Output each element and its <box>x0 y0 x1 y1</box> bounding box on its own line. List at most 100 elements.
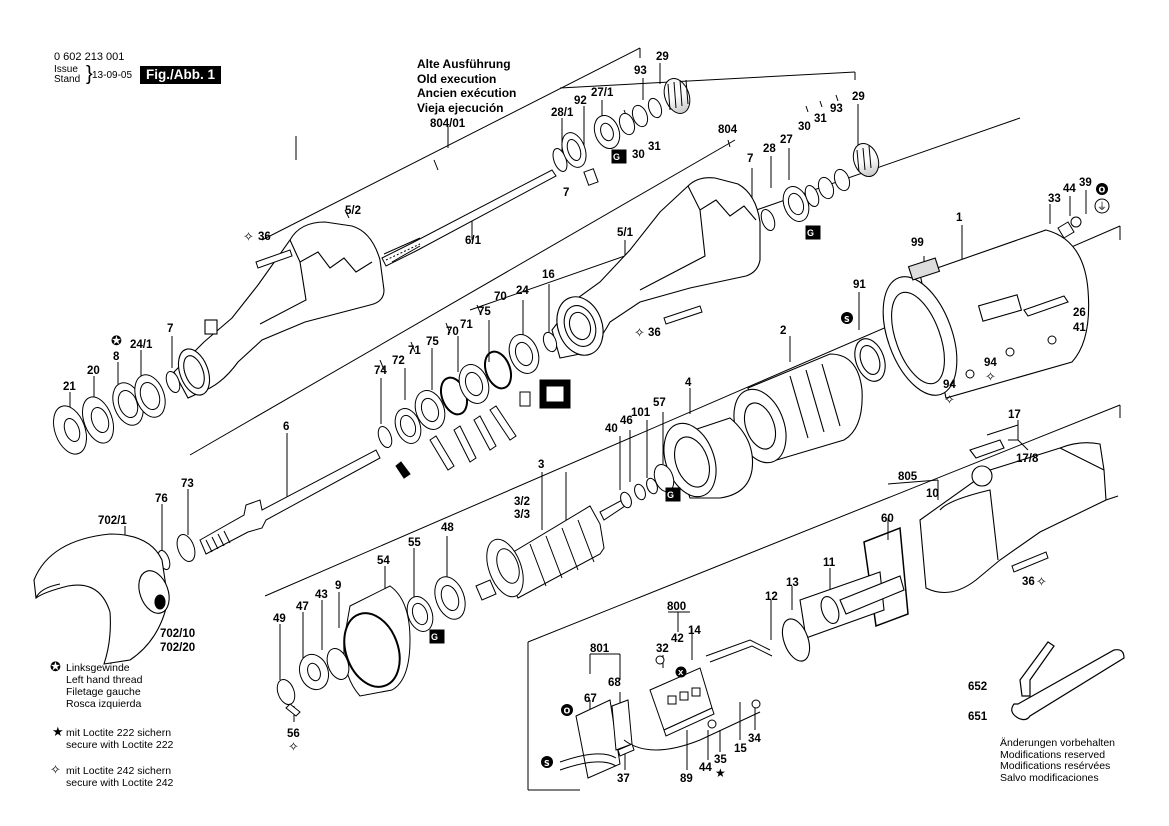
label-94a: 94 <box>984 357 997 369</box>
label-30b: 30 <box>798 121 811 133</box>
label-27-1: 27/1 <box>591 87 614 99</box>
modifications-line: Salvo modificaciones <box>1000 771 1099 784</box>
legend-line: Filetage gauche <box>66 686 141 698</box>
label-16: 16 <box>542 269 555 281</box>
part-gear-housing-old <box>173 221 385 399</box>
label-60: 60 <box>881 513 894 525</box>
part-spanner-651 <box>1011 649 1125 721</box>
open-star-icon: ✧ <box>1036 575 1047 590</box>
open-star-icon: ✧ <box>288 740 299 755</box>
label-39: 39 <box>1079 177 1092 189</box>
figure-tag: Fig./Abb. 1 <box>140 66 221 84</box>
label-44b: 44 <box>699 762 712 774</box>
label-4: 4 <box>685 377 692 389</box>
oil-symbol-icon <box>561 704 573 716</box>
label-3-3: 3/3 <box>514 509 530 521</box>
label-49: 49 <box>273 613 286 625</box>
label-31a: 31 <box>648 141 661 153</box>
part-rear-housing-805 <box>781 439 1119 662</box>
modifications-line: Änderungen vorbehalten <box>1000 737 1116 749</box>
svg-text:G: G <box>431 632 438 642</box>
label-89: 89 <box>680 773 693 785</box>
part-shaft-6-1 <box>381 169 557 267</box>
open-star-icon: ✧ <box>634 326 645 341</box>
part-bearing-804: G <box>760 143 880 240</box>
label-43: 43 <box>315 589 328 601</box>
label-702-10: 702/10 <box>160 628 195 640</box>
label-68: 68 <box>608 677 621 689</box>
label-28-1: 28/1 <box>551 107 574 119</box>
label-7b: 7 <box>747 153 753 165</box>
label-28b: 28 <box>763 143 776 155</box>
label-8: 8 <box>113 351 120 363</box>
label-6: 6 <box>283 421 289 433</box>
oil-symbol-icon <box>1096 183 1108 195</box>
label-11: 11 <box>823 557 836 569</box>
label-76: 76 <box>155 493 168 505</box>
label-54: 54 <box>377 555 390 567</box>
label-13: 13 <box>786 577 799 589</box>
legend-line: Rosca izquierda <box>66 698 142 710</box>
old-execution-fr: Ancien exécution <box>417 86 517 100</box>
legend-line: secure with Loctite 222 <box>66 739 174 751</box>
part-motor-housing-1 <box>882 229 1090 399</box>
old-execution-en: Old execution <box>417 71 497 86</box>
label-35: 35 <box>714 754 727 766</box>
part-armature-3: G <box>475 463 681 601</box>
label-24-1: 24/1 <box>130 339 153 351</box>
label-70b: 70 <box>446 326 459 338</box>
part-bearing-old: G <box>552 78 691 186</box>
symbols: ✧ ✧ ✧ ✧ ✧ ✧ ★ ✪ S S O O X ⏚ <box>111 183 1110 780</box>
label-7a: 7 <box>563 187 569 199</box>
label-3-2: 3/2 <box>514 496 530 508</box>
issue-label-de: Stand <box>54 74 81 85</box>
label-71b: 71 <box>460 319 473 331</box>
left-thread-icon: ✪ <box>50 659 61 674</box>
label-26: 26 <box>1073 307 1086 319</box>
label-36b: 36 <box>648 327 661 339</box>
modifications-line: Modifications resérvées <box>1000 760 1111 772</box>
earth-icon: ⏚ <box>1097 201 1107 213</box>
legend-line: secure with Loctite 242 <box>66 777 174 789</box>
part-labels: 29 93 27/1 92 28/1 30 31 7 804/01 5/2 6/… <box>63 51 1092 785</box>
legend-line: mit Loctite 242 sichern <box>66 765 172 777</box>
label-29a: 29 <box>656 51 669 63</box>
label-801: 801 <box>590 643 610 655</box>
label-2: 2 <box>780 325 786 337</box>
label-75b: 75 <box>426 336 439 348</box>
label-24: 24 <box>516 285 529 297</box>
legend-loctite-222: mit Loctite 222 sichern secure with Loct… <box>66 727 173 751</box>
label-55: 55 <box>408 537 421 549</box>
grease-symbol-icon: S <box>844 315 850 324</box>
label-6-1: 6/1 <box>465 235 482 247</box>
part-spindle-6 <box>157 449 381 571</box>
document-number: 0 602 213 001 <box>54 51 125 63</box>
label-46: 46 <box>620 415 633 427</box>
star-icon: ★ <box>52 724 64 739</box>
legend-line: mit Loctite 222 sichern <box>66 727 172 739</box>
note-symbol-icon <box>676 667 686 677</box>
label-73: 73 <box>181 478 194 490</box>
label-101: 101 <box>631 407 651 419</box>
label-40: 40 <box>605 423 618 435</box>
svg-text:G: G <box>667 490 674 500</box>
label-21: 21 <box>63 381 76 393</box>
label-36c: 36 <box>1022 576 1035 588</box>
part-spindle-bearing-left <box>53 370 181 455</box>
label-67: 67 <box>584 693 597 705</box>
label-44a: 44 <box>1063 183 1076 195</box>
label-71a: 71 <box>408 345 421 357</box>
label-37: 37 <box>617 773 630 785</box>
grease-symbol-icon: S <box>544 759 550 768</box>
label-20: 20 <box>87 365 100 377</box>
grease-symbol-icon <box>541 756 553 768</box>
label-94b: 94 <box>943 379 956 391</box>
legend-left-hand-thread: Linksgewinde Left hand thread Filetage g… <box>66 662 142 710</box>
label-651: 651 <box>968 711 988 723</box>
part-switch-assembly <box>559 639 773 779</box>
part-ring-4 <box>663 417 754 499</box>
label-75a: 75 <box>478 306 491 318</box>
label-805: 805 <box>898 471 918 483</box>
label-29b: 29 <box>852 91 865 103</box>
